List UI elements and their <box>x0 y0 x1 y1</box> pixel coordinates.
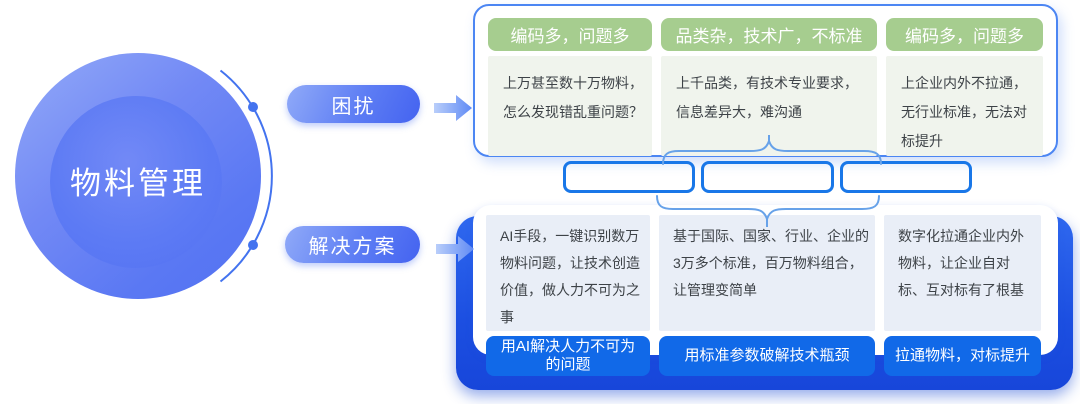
problem-header-2: 品类杂，技术广，不标准 <box>661 18 877 51</box>
placeholder-box-2 <box>701 161 834 193</box>
solutions-pill: 解决方案 <box>285 226 420 263</box>
solution-body-2: 基于国际、国家、行业、企业的3万多个标准，百万物料组合，让管理变简单 <box>659 215 875 331</box>
solution-button-2: 用标准参数破解技术瓶颈 <box>659 336 875 376</box>
placeholder-box-3 <box>840 161 972 193</box>
solution-button-1: 用AI解决人力不可为的问题 <box>486 336 650 376</box>
problem-header-1: 编码多，问题多 <box>488 18 652 51</box>
inner-circle <box>50 96 222 268</box>
solution-body-3: 数字化拉通企业内外物料，让企业自对标、互对标有了根基 <box>884 215 1041 331</box>
problems-pill-label: 困扰 <box>331 95 376 118</box>
solutions-card: AI手段，一键识别数万物料问题，让技术创造价值，做人力不可为之事 基于国际、国家… <box>473 205 1058 376</box>
solutions-pill-label: 解决方案 <box>308 236 397 258</box>
problem-body-2: 上千品类，有技术专业要求，信息差异大，难沟通 <box>661 56 877 156</box>
problem-body-3: 上企业内外不拉通，无行业标准，无法对标提升 <box>886 56 1043 156</box>
problems-pill: 困扰 <box>287 85 420 123</box>
arrow-right-problems-icon <box>434 95 472 121</box>
orbit-dot-bottom-icon <box>248 240 258 250</box>
problem-header-3: 编码多，问题多 <box>886 18 1043 51</box>
solution-body-1: AI手段，一键识别数万物料问题，让技术创造价值，做人力不可为之事 <box>486 215 650 331</box>
problems-card: 编码多，问题多 品类杂，技术广，不标准 编码多，问题多 上万甚至数十万物料，怎么… <box>473 4 1058 157</box>
circle-title: 物料管理 <box>70 166 206 201</box>
orbit-dot-top-icon <box>248 102 258 112</box>
problem-body-1: 上万甚至数十万物料，怎么发现错乱重问题？ <box>488 56 652 156</box>
placeholder-box-1 <box>563 161 695 193</box>
solution-button-3: 拉通物料，对标提升 <box>884 336 1041 376</box>
